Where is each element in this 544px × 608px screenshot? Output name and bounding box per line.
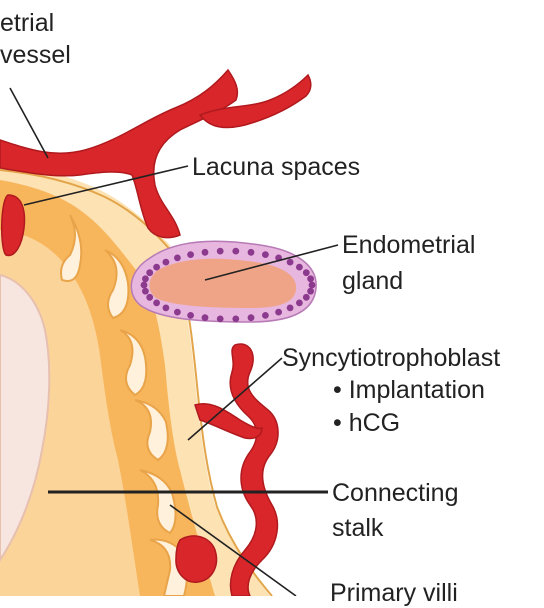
gland-nucleus — [153, 300, 160, 307]
gland-nucleus — [174, 309, 181, 316]
gland-nucleus — [202, 314, 209, 321]
endometrial-gland — [131, 241, 316, 322]
gland-nucleus — [202, 249, 209, 256]
gland-nucleus — [163, 259, 170, 266]
villus-vessel — [176, 536, 217, 582]
gland-nucleus — [153, 264, 160, 271]
gland-nucleus — [141, 282, 148, 289]
gland-nucleus — [146, 294, 153, 301]
label-lacuna-spaces: Lacuna spaces — [192, 152, 360, 182]
gland-nucleus — [163, 305, 170, 312]
gland-nucleus — [275, 309, 282, 316]
label-hcg: • hCG — [333, 408, 400, 438]
label-implantation: • Implantation — [333, 375, 485, 405]
label-endometrial: Endometrial — [342, 230, 475, 260]
label-primary-villi: Primary villi — [330, 578, 458, 608]
gland-nucleus — [287, 259, 294, 266]
gland-nucleus — [142, 288, 149, 295]
gland-nucleus — [187, 312, 194, 319]
gland-nucleus — [217, 248, 224, 255]
gland-nucleus — [142, 275, 149, 282]
label-vessel-top: etrial — [0, 8, 54, 38]
gland-nucleus — [303, 269, 310, 276]
gland-nucleus — [248, 249, 255, 256]
gland-nucleus — [296, 300, 303, 307]
gland-nucleus — [287, 305, 294, 312]
gland-nucleus — [262, 251, 269, 258]
label-connecting: Connecting — [332, 478, 458, 508]
gland-nucleus — [303, 294, 310, 301]
gland-nucleus — [232, 316, 239, 323]
gland-nucleus — [232, 248, 239, 255]
gland-nucleus — [307, 288, 314, 295]
gland-nucleus — [309, 282, 316, 289]
label-gland: gland — [342, 266, 403, 296]
gland-nucleus — [146, 269, 153, 276]
label-stalk: stalk — [332, 513, 383, 543]
label-vessel-bottom: vessel — [0, 40, 71, 70]
gland-nucleus — [187, 251, 194, 258]
gland-nucleus — [174, 255, 181, 262]
label-syncytiotrophoblast: Syncytiotrophoblast — [282, 343, 500, 373]
gland-nucleus — [248, 314, 255, 321]
gland-nucleus — [217, 316, 224, 323]
gland-nucleus — [262, 312, 269, 319]
gland-nucleus — [296, 264, 303, 271]
gland-nucleus — [307, 275, 314, 282]
